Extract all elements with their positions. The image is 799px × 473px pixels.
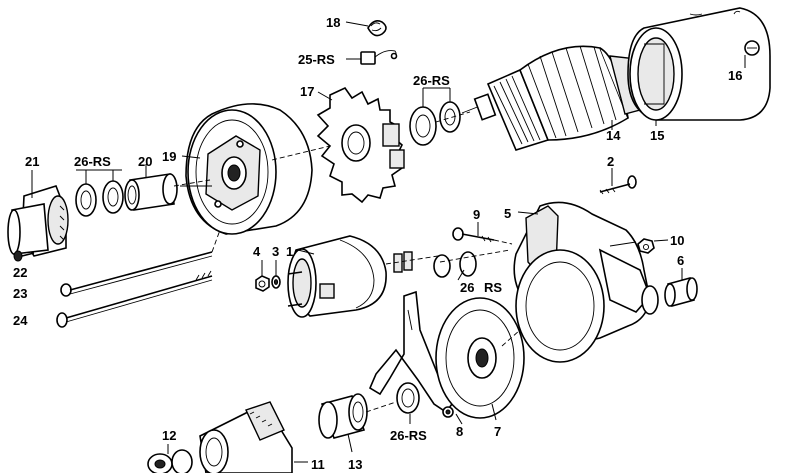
label-24: 24: [13, 313, 28, 328]
part-3-washer: [271, 260, 281, 289]
part-26-washer-bottom: [396, 382, 420, 424]
label-15: 15: [650, 128, 664, 143]
label-19: 19: [162, 149, 176, 164]
assembly-axis-lines: [173, 111, 521, 413]
part-10-nut: [637, 238, 669, 254]
label-16: 16: [728, 68, 742, 83]
label-rs-mid: RS: [484, 280, 502, 295]
part-9-bolt: [452, 222, 513, 245]
part-2-bolt: [599, 168, 637, 195]
label-8: 8: [456, 424, 463, 439]
label-26-rs-bottom: 26-RS: [390, 428, 427, 443]
label-7: 7: [494, 424, 501, 439]
part-14-armature: [461, 45, 651, 151]
part-12-stop-ring: [147, 444, 193, 473]
label-21: 21: [25, 154, 39, 169]
label-20: 20: [138, 154, 152, 169]
label-26-mid: 26: [460, 280, 474, 295]
part-26-washer-mid: [433, 251, 477, 281]
part-13-bushing: [318, 393, 368, 453]
label-22: 22: [13, 265, 27, 280]
part-6-bushing: [664, 268, 698, 308]
label-3: 3: [272, 244, 279, 259]
label-6: 6: [677, 253, 684, 268]
label-1: 1: [286, 244, 293, 259]
part-25-brush: [346, 50, 398, 65]
label-4: 4: [253, 244, 261, 259]
label-13: 13: [348, 457, 362, 472]
label-26-rs-top: 26-RS: [413, 73, 450, 88]
label-23: 23: [13, 286, 27, 301]
part-17-brush-plate: [316, 86, 405, 204]
part-22-screw: [13, 250, 35, 262]
label-18: 18: [326, 15, 340, 30]
label-9: 9: [473, 207, 480, 222]
label-17: 17: [300, 84, 314, 99]
part-23-through-bolt: [60, 229, 221, 297]
label-11: 11: [311, 457, 325, 472]
part-7-cover-disk: [435, 297, 525, 421]
part-1-solenoid: [287, 235, 439, 318]
part-5-drive-housing: [513, 201, 659, 363]
part-21-end-cap: [7, 170, 69, 257]
label-10: 10: [670, 233, 684, 248]
label-5: 5: [504, 206, 511, 221]
part-15-field-housing: [627, 7, 771, 126]
label-26-rs-left: 26-RS: [74, 154, 111, 169]
label-25-rs: 25-RS: [298, 52, 335, 67]
part-20-bushing: [124, 164, 178, 211]
label-12: 12: [162, 428, 176, 443]
part-18-spring: [345, 20, 387, 37]
part-8-lever: [368, 290, 463, 425]
part-26-washers-top: [409, 87, 461, 146]
part-26-washers-left: [75, 169, 124, 217]
part-11-pinion-drive: [199, 401, 308, 473]
part-24-through-bolt: [56, 270, 213, 328]
part-19-end-housing: [180, 103, 313, 235]
label-2: 2: [607, 154, 614, 169]
part-4-nut: [255, 260, 270, 292]
label-14: 14: [606, 128, 621, 143]
